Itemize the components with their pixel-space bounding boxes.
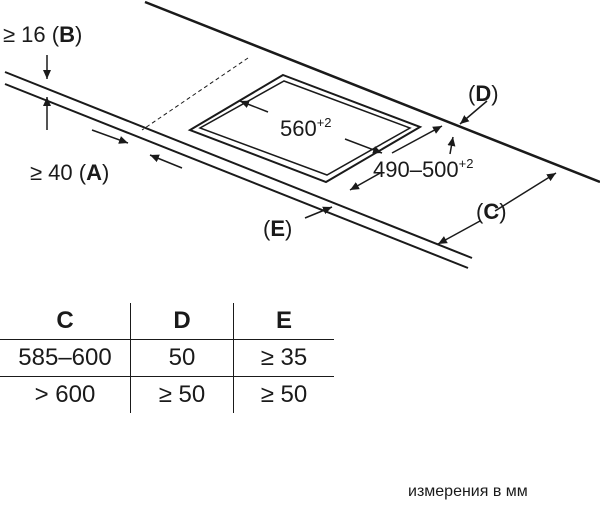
label-width: 560+2	[280, 115, 332, 141]
header-d: D	[130, 303, 234, 340]
c-arrow-top	[494, 172, 557, 212]
label-a: ≥ 40 (A)	[30, 160, 109, 185]
table-cell: ≥ 35	[233, 339, 334, 377]
label-d: (D)	[468, 81, 499, 106]
cutout-inner	[198, 80, 412, 176]
c-arrow-bottom	[437, 220, 481, 245]
dimensions-table: C D E 585–600 50 ≥ 35 > 600 ≥ 50 ≥ 50	[0, 303, 334, 413]
e-arrow	[304, 206, 333, 219]
table-header-row: C D E	[0, 303, 334, 340]
table-cell: > 600	[34, 381, 96, 408]
width-arrow-right	[344, 138, 383, 154]
header-c: C	[56, 307, 74, 334]
units-note: измерения в мм	[408, 483, 528, 500]
worktop-front-edge-bottom	[4, 83, 469, 269]
width-arrow-left	[239, 100, 269, 113]
depth-arrow-bottom	[349, 171, 383, 191]
a-arrow-left	[91, 129, 129, 144]
label-b: ≥ 16 (B)	[3, 22, 82, 47]
label-c: (C)	[476, 199, 507, 224]
dashed-reference-line	[141, 57, 249, 131]
table-cell: 585–600	[0, 339, 131, 377]
worktop-front-edge-top	[4, 71, 473, 259]
header-e: E	[275, 307, 292, 334]
depth-arrow-top	[391, 125, 443, 154]
table-cell: ≥ 50	[130, 376, 234, 413]
wall-edge-line	[144, 0, 600, 184]
label-e: (E)	[263, 216, 292, 241]
table-cell: ≥ 50	[260, 381, 308, 408]
cutout-outer	[187, 73, 423, 184]
a-arrow-right	[149, 154, 183, 169]
installation-diagram: ≥ 16 (B) ≥ 40 (A) (D) (C) (E) 560+2 490–…	[3, 0, 600, 269]
table-row: 585–600 50 ≥ 35	[0, 339, 334, 377]
label-depth: 490–500+2	[373, 156, 473, 182]
d-arrow	[459, 100, 488, 125]
table-row: > 600 ≥ 50 ≥ 50	[0, 376, 334, 413]
d-arrow-back	[447, 136, 456, 155]
table-cell: 50	[130, 339, 234, 377]
